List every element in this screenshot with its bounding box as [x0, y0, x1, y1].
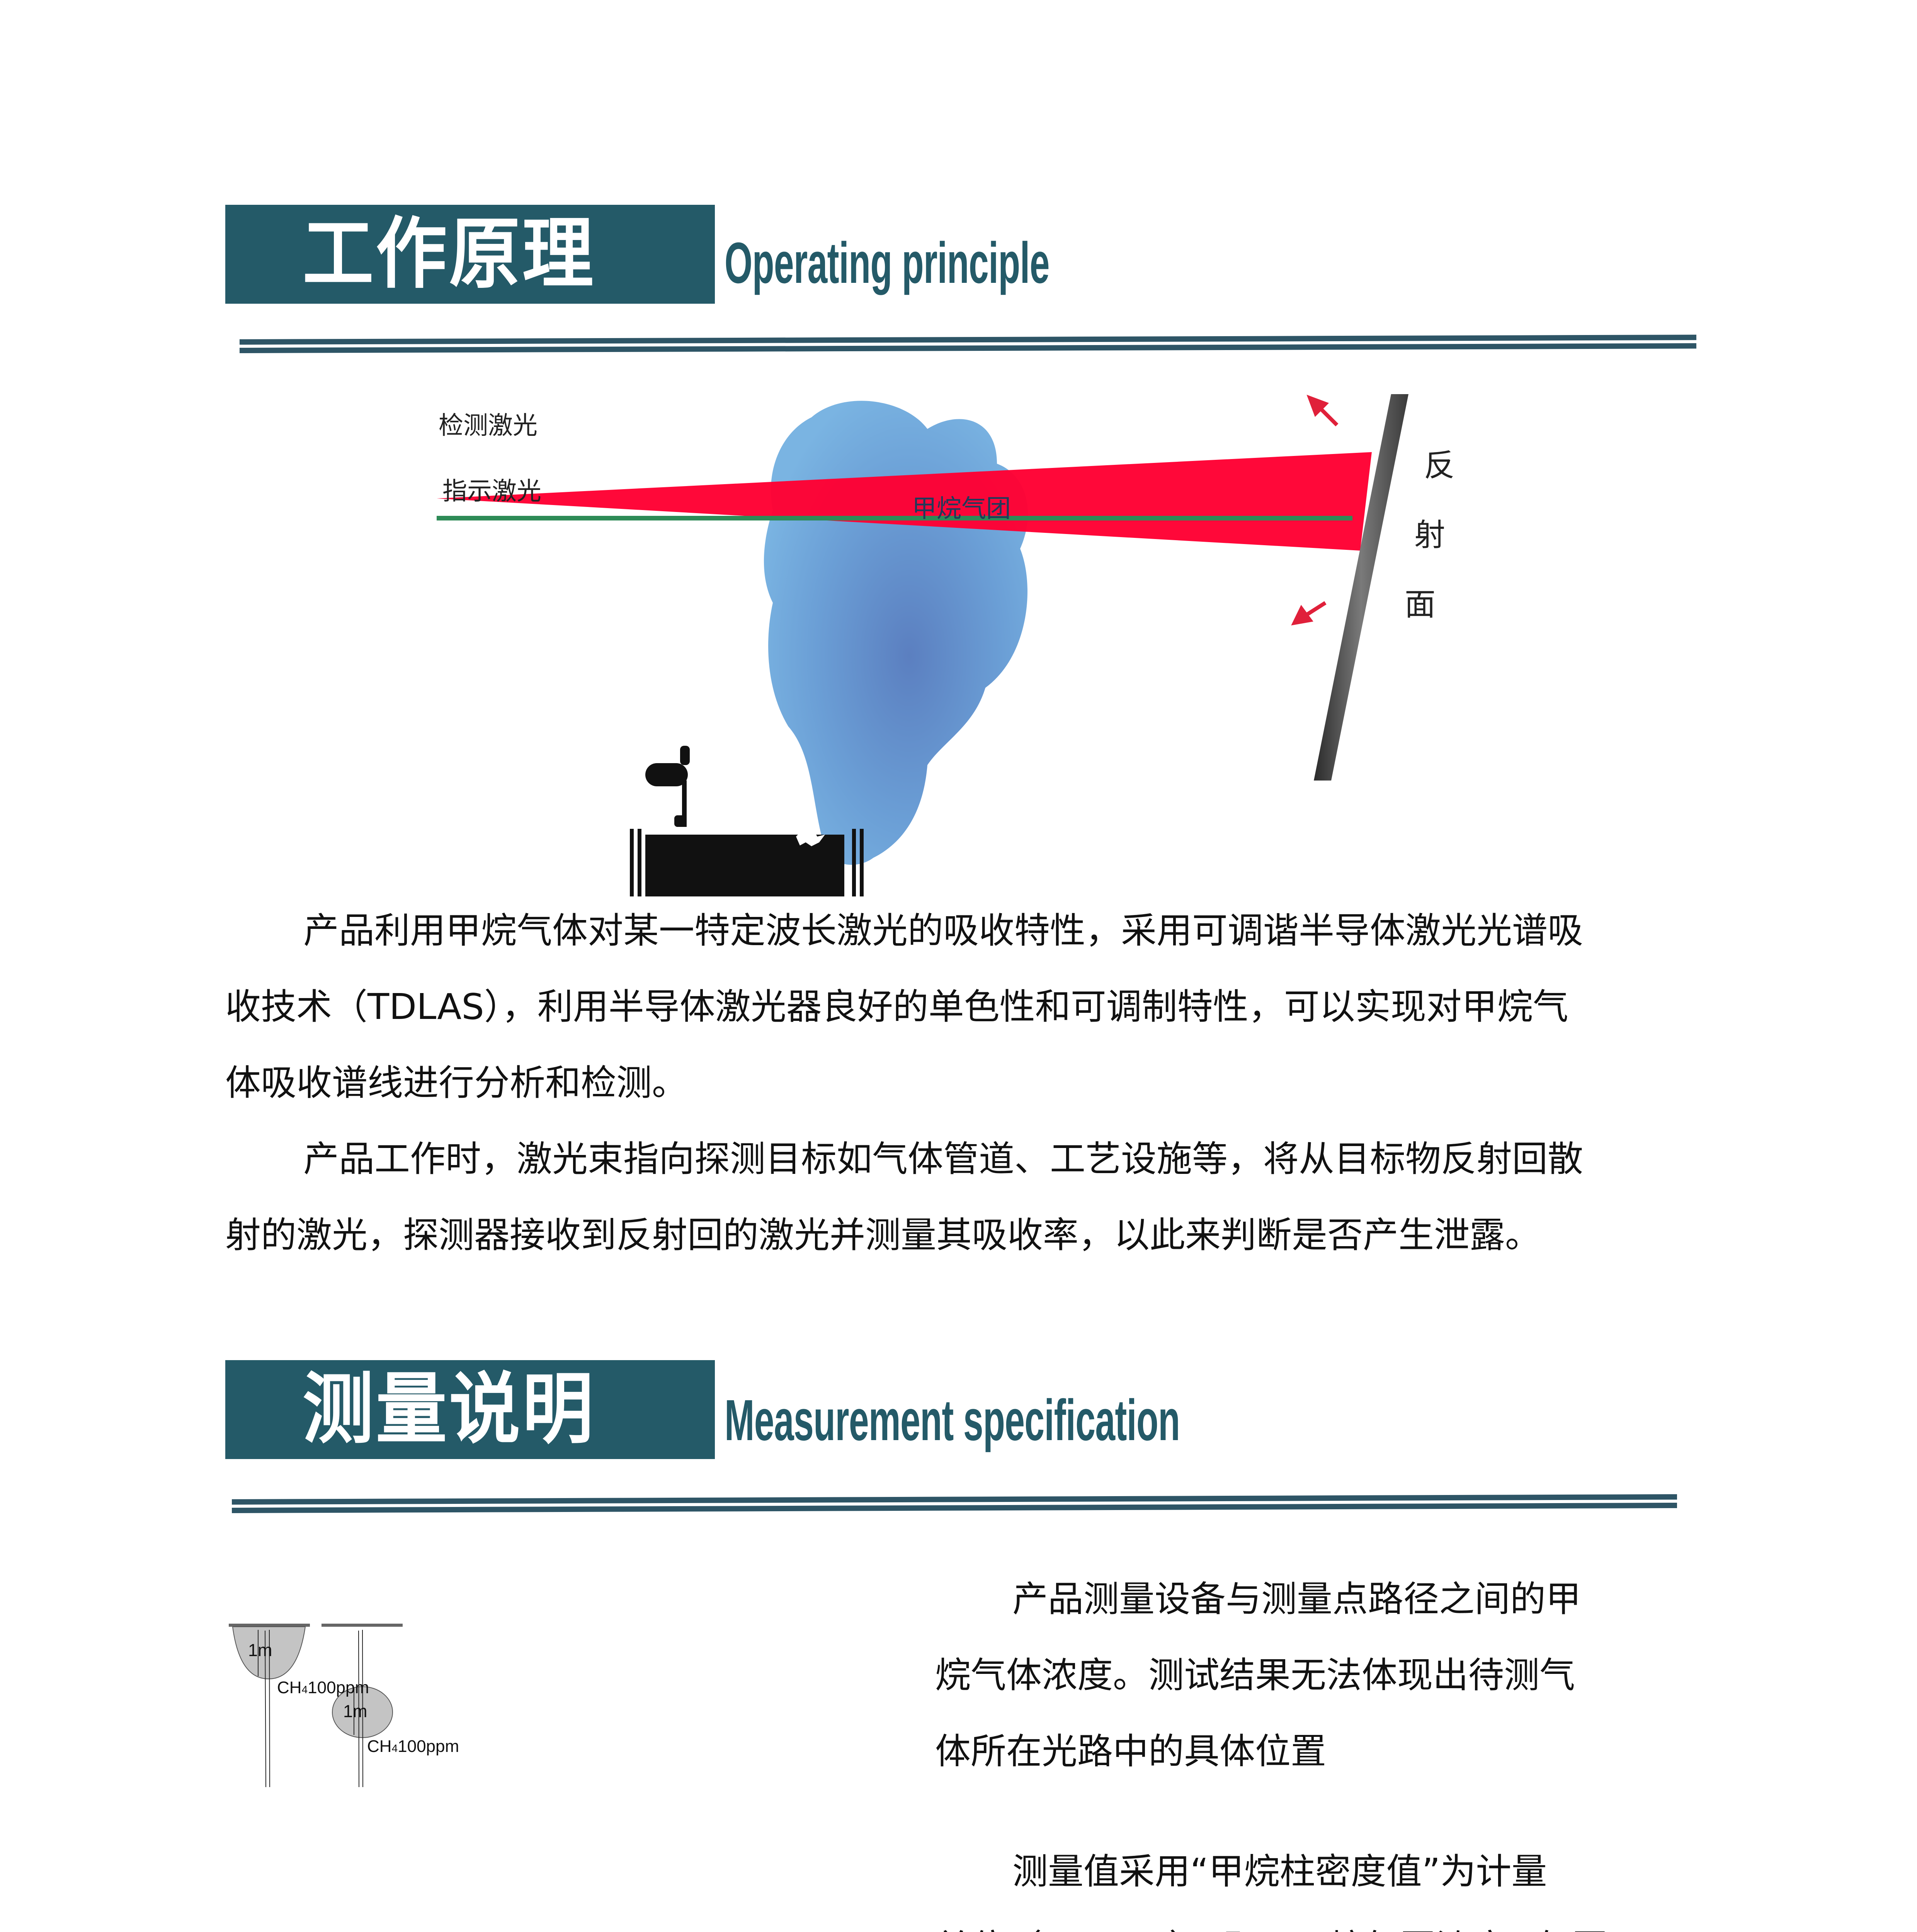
section-header-operating-principle: 工作原理 [225, 205, 715, 304]
section-header-measurement: 测量说明 [225, 1360, 715, 1459]
label-concentration: CH4100ppm [367, 1737, 459, 1756]
laser-detection-illustration [437, 394, 1408, 906]
detect-laser-beam [437, 452, 1372, 551]
section-title-en: Operating principle [725, 230, 1050, 295]
measurement-text-para2: 测量值采用“甲烷柱密度值”为计量 单位（ppm-m），即：甲烷气团浓度×气团 厚… [935, 1833, 1669, 1932]
figure-concentration-comparison: 1m CH4100ppm 1m CH4100ppm [224, 1604, 881, 1913]
divider-rule-bottom [231, 1502, 1677, 1513]
methane-cloud [764, 401, 1028, 865]
text-line: 射的激光，探测器接收到反射回的激光并测量其吸收率，以此来判断是否产生泄露。 [225, 1214, 1541, 1256]
label-thickness: 1m [248, 1640, 272, 1660]
text-line: 单位（ppm-m），即：甲烷气团浓度×气团 [935, 1910, 1669, 1932]
text-line: 体所在光路中的具体位置 [935, 1731, 1327, 1772]
operating-principle-diagram: 检测激光 指示激光 甲烷气团 反 射 面 [425, 386, 1468, 906]
text-line: 体吸收谱线进行分析和检测。 [225, 1062, 688, 1104]
reflected-arrow-up [1306, 395, 1339, 427]
text-line: 产品工作时，激光束指向探测目标如气体管道、工艺设施等，将从目标物反射回散 [303, 1138, 1584, 1180]
reflected-arrow-down [1291, 601, 1327, 626]
label-indicator-laser: 指示激光 [442, 477, 541, 506]
label-methane-cloud: 甲烷气团 [912, 495, 1011, 523]
text-line: 产品利用甲烷气体对某一特定波长激光的吸收特性，采用可调谐半导体激光光谱吸 [303, 910, 1584, 951]
label-concentration: CH4100ppm [277, 1678, 369, 1697]
text-line: 产品测量设备与测量点路径之间的甲 [1012, 1578, 1582, 1620]
gas-cloud-path-diagram [229, 1624, 403, 1787]
label-reflect-2: 射 [1414, 517, 1445, 553]
label-reflect-3: 面 [1405, 587, 1436, 622]
divider-rule-bottom [239, 343, 1697, 353]
section-title-cn: 工作原理 [303, 209, 596, 299]
label-thickness: 1m [343, 1701, 367, 1721]
text-line: 收技术（TDLAS），利用半导体激光器良好的单色性和可调制特性，可以实现对甲烷气 [225, 986, 1568, 1027]
pipe-with-valve [630, 746, 864, 906]
divider-rule-top [239, 335, 1697, 345]
label-reflect-1: 反 [1424, 447, 1455, 483]
paragraph-principle-1: 产品利用甲烷气体对某一特定波长激光的吸收特性，采用可调谐半导体激光光谱吸 收技术… [225, 893, 1583, 1121]
indicator-laser-beam [437, 516, 1352, 520]
label-detect-laser: 检测激光 [439, 412, 538, 440]
measurement-text-para1: 产品测量设备与测量点路径之间的甲 烷气体浓度。测试结果无法体现出待测气 体所在光… [935, 1561, 1669, 1789]
text-line: 测量值采用“甲烷柱密度值”为计量 [1012, 1851, 1547, 1892]
text-line: 烷气体浓度。测试结果无法体现出待测气 [935, 1655, 1575, 1696]
section-title-cn: 测量说明 [303, 1364, 596, 1454]
paragraph-principle-2: 产品工作时，激光束指向探测目标如气体管道、工艺设施等，将从目标物反射回散 射的激… [225, 1121, 1583, 1273]
section-title-en: Measurement specification [725, 1388, 1180, 1452]
leak-burst-icon [796, 830, 825, 846]
reflective-surface [1314, 394, 1408, 781]
